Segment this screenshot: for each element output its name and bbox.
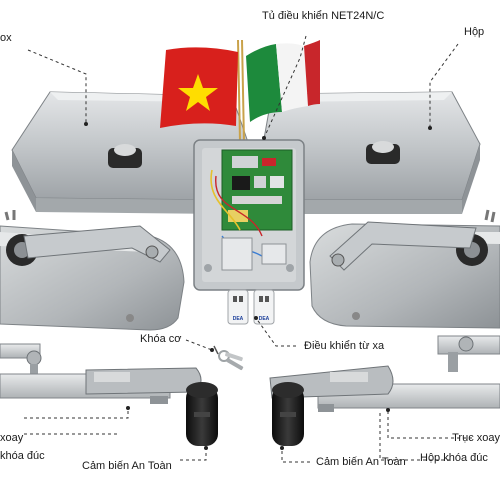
control-cabinet	[193, 139, 305, 291]
label-axis-right: Trục xoay	[452, 432, 500, 444]
motor-left	[0, 210, 185, 331]
label-lock-right: Hộp khóa đúc	[420, 452, 488, 464]
safety-sensor-left	[186, 382, 218, 446]
motor-right	[309, 209, 500, 329]
pivot-axis-left	[0, 343, 42, 376]
safety-sensor-right	[272, 382, 304, 446]
label-controller: Tủ điều khiển NET24N/C	[262, 10, 385, 22]
label-sensor-right: Cảm biến An Toàn	[316, 456, 406, 468]
label-lock-left: khóa đúc	[0, 450, 45, 462]
callout-dots	[84, 122, 432, 450]
remote-brand-right: DEA	[259, 316, 270, 322]
label-remote: Điều khiển từ xa	[304, 340, 385, 352]
label-foundation-box-left: ox	[0, 32, 12, 44]
lock-box-right	[269, 365, 500, 412]
label-sensor-left: Cảm biến An Toàn	[82, 460, 172, 472]
callout-lines	[24, 35, 472, 463]
key-icon	[213, 345, 244, 371]
pivot-axis-right	[437, 335, 500, 372]
remote-control-icon: DEA DEA	[227, 289, 275, 325]
remote-brand-left: DEA	[233, 316, 244, 322]
italy-flag	[241, 39, 320, 143]
label-axis-left: xoay	[0, 432, 24, 444]
label-manual-key: Khóa cơ	[140, 333, 182, 345]
lock-box-left	[0, 367, 202, 404]
vietnam-flag	[160, 39, 241, 143]
label-foundation-box-right: Hộp	[464, 26, 485, 38]
